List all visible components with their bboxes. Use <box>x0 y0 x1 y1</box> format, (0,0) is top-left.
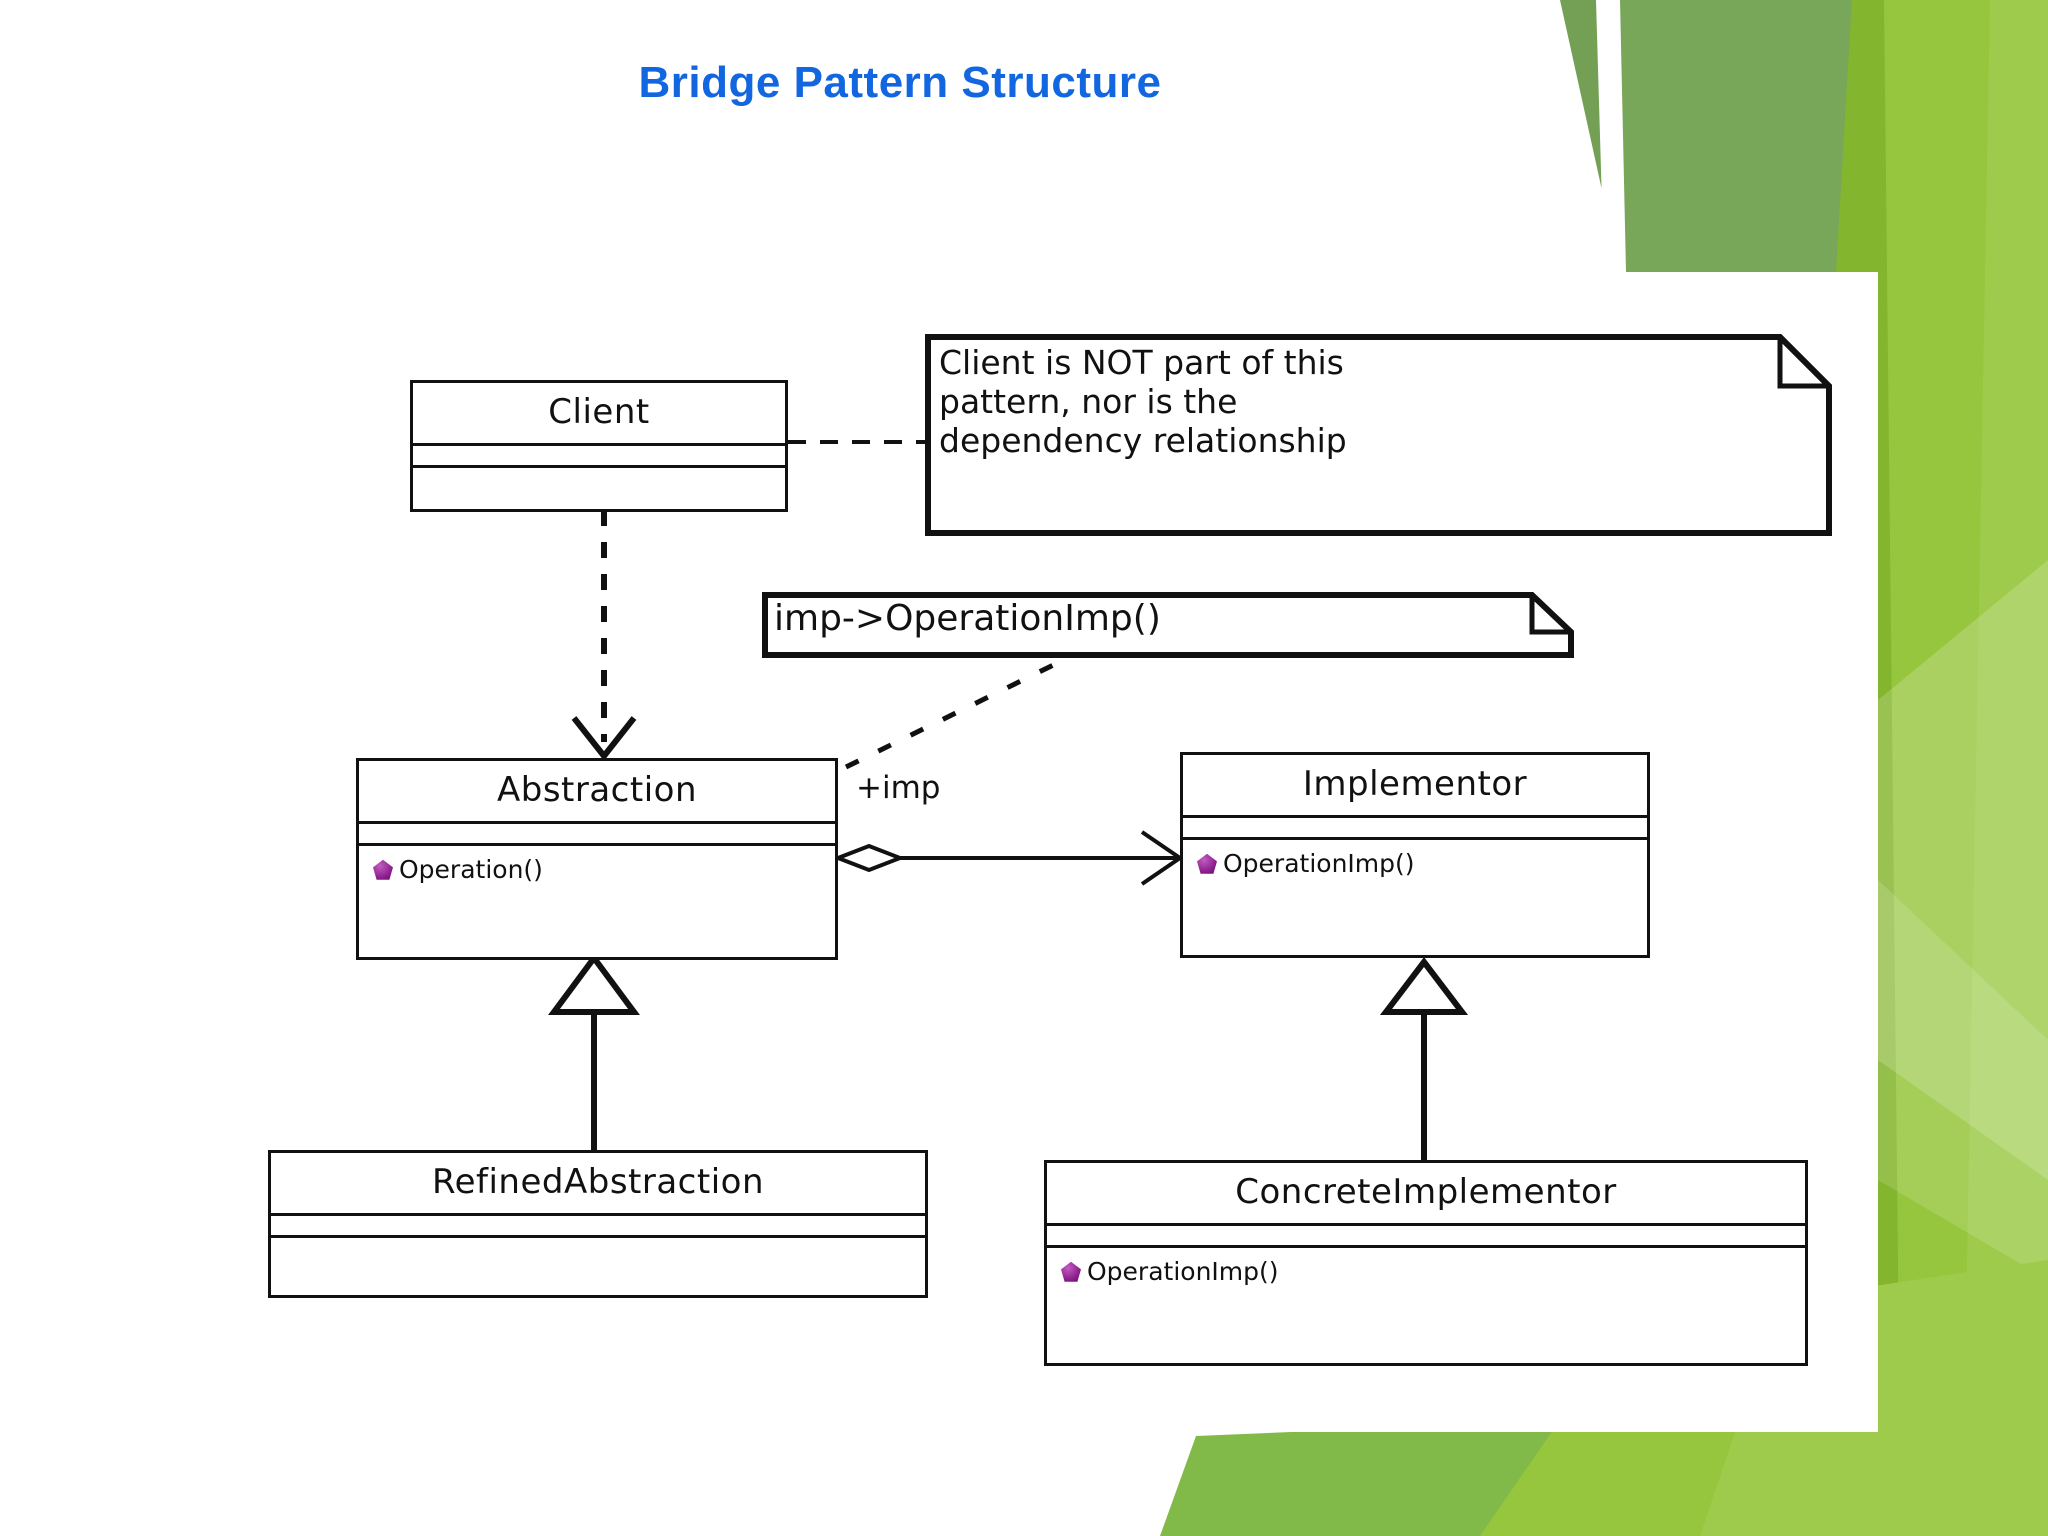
arrowhead-client-abstraction <box>571 716 637 761</box>
uml-attributes-implementor <box>1183 815 1647 837</box>
uml-operation-signature: OperationImp() <box>1087 1257 1279 1286</box>
deco-shape-white-sliver <box>1596 0 1626 272</box>
note-shape-client <box>925 334 1832 536</box>
uml-attributes-concrete-implementor <box>1047 1223 1805 1245</box>
note-shape-imp <box>762 592 1574 658</box>
uml-attributes-abstraction <box>359 821 835 843</box>
uml-class-implementor[interactable]: Implementor OperationImp() <box>1180 752 1650 958</box>
note-text-client: Client is NOT part of this pattern, nor … <box>939 343 1347 460</box>
public-diamond-icon <box>1197 853 1217 874</box>
connector-imp-note-leader <box>844 644 1092 770</box>
uml-operation-row: OperationImp() <box>1197 850 1647 878</box>
uml-operation-signature: Operation() <box>399 855 543 884</box>
uml-operations-abstraction: Operation() <box>359 843 835 894</box>
deco-shape-pale-facet <box>1878 560 2048 1180</box>
uml-class-concrete-implementor[interactable]: ConcreteImplementor OperationImp() <box>1044 1160 1808 1366</box>
uml-class-client[interactable]: Client <box>410 380 788 512</box>
uml-class-refined-abstraction[interactable]: RefinedAbstraction <box>268 1150 928 1298</box>
note-imp[interactable]: imp->OperationImp() <box>762 592 1574 658</box>
generalization-triangle-abstraction <box>548 952 640 1015</box>
uml-class-name-client: Client <box>548 392 650 432</box>
uml-operations-refined-abstraction <box>271 1235 925 1281</box>
uml-operations-concrete-implementor: OperationImp() <box>1047 1245 1805 1296</box>
uml-operation-signature: OperationImp() <box>1223 849 1415 878</box>
uml-class-name-refined-abstraction: RefinedAbstraction <box>432 1162 764 1202</box>
deco-shape-light-strip <box>1962 0 2048 1536</box>
edge-label-imp: +imp <box>856 770 941 806</box>
generalization-triangle-implementor <box>1379 957 1469 1015</box>
public-diamond-icon <box>1061 1261 1081 1282</box>
note-client[interactable]: Client is NOT part of this pattern, nor … <box>925 334 1832 536</box>
note-text-imp: imp->OperationImp() <box>774 598 1161 639</box>
uml-operation-row: OperationImp() <box>1061 1258 1805 1286</box>
uml-operations-client <box>413 465 785 495</box>
uml-class-name-implementor: Implementor <box>1302 764 1528 804</box>
uml-attributes-refined-abstraction <box>271 1213 925 1235</box>
uml-class-name-abstraction: Abstraction <box>496 770 698 810</box>
page-title: Bridge Pattern Structure <box>638 58 1162 107</box>
public-diamond-icon <box>373 859 393 880</box>
uml-attributes-client <box>413 443 785 465</box>
uml-class-name-concrete-implementor: ConcreteImplementor <box>1235 1172 1617 1212</box>
uml-class-abstraction[interactable]: Abstraction Operation() <box>356 758 838 960</box>
deco-shape-pale-facet-2 <box>1878 880 2048 1280</box>
aggregation-diamond <box>832 843 906 873</box>
deco-shape-olive-top-2 <box>1600 0 1890 272</box>
uml-operations-implementor: OperationImp() <box>1183 837 1647 888</box>
uml-operation-row: Operation() <box>373 856 835 884</box>
